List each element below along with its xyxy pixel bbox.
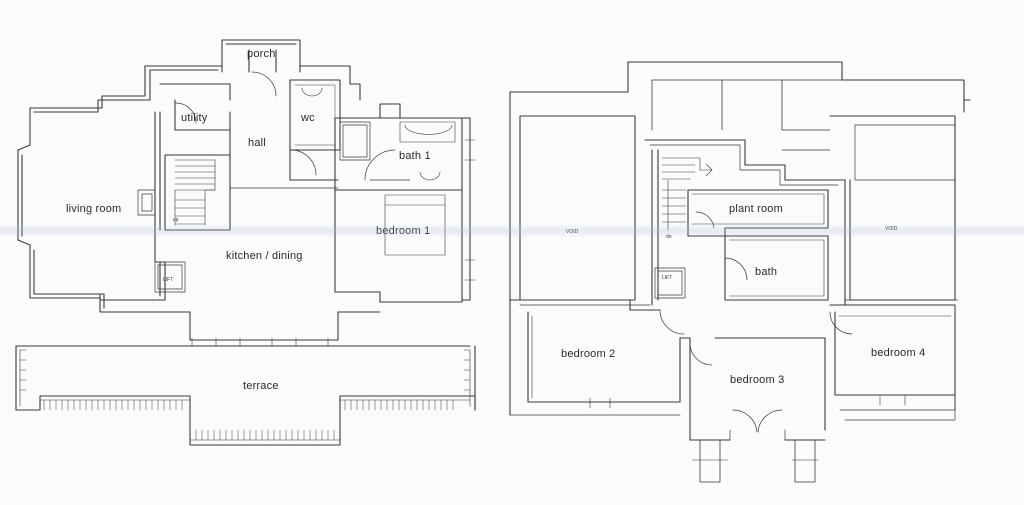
ground-floor-plan (15, 39, 476, 446)
first-lift-label: LIFT (662, 275, 673, 281)
bedroom-3-label: bedroom 3 (730, 374, 785, 386)
utility-label: utility (181, 112, 208, 124)
bedroom-1-label: bedroom 1 (376, 225, 431, 237)
kitchen-dining-label: kitchen / dining (226, 250, 303, 262)
ground-lift-label: LIFT (163, 277, 174, 283)
first-floor-plan (509, 61, 971, 483)
terrace-label: terrace (243, 380, 279, 392)
first-stair-dn-label: dn (666, 234, 672, 240)
void-right-label: VOID (885, 226, 898, 232)
living-room-label: living room (66, 203, 122, 215)
bath-1-label: bath 1 (399, 150, 431, 162)
bedroom-2-label: bedroom 2 (561, 348, 616, 360)
bedroom-4-label: bedroom 4 (871, 347, 926, 359)
void-left-label: VOID (566, 229, 579, 235)
hall-label: hall (248, 137, 266, 149)
plant-room-label: plant room (729, 203, 783, 215)
porch-label: porch (247, 48, 276, 60)
wc-label: wc (301, 112, 315, 124)
bath-label: bath (755, 266, 778, 278)
ground-stair-up-label: up (173, 217, 179, 223)
